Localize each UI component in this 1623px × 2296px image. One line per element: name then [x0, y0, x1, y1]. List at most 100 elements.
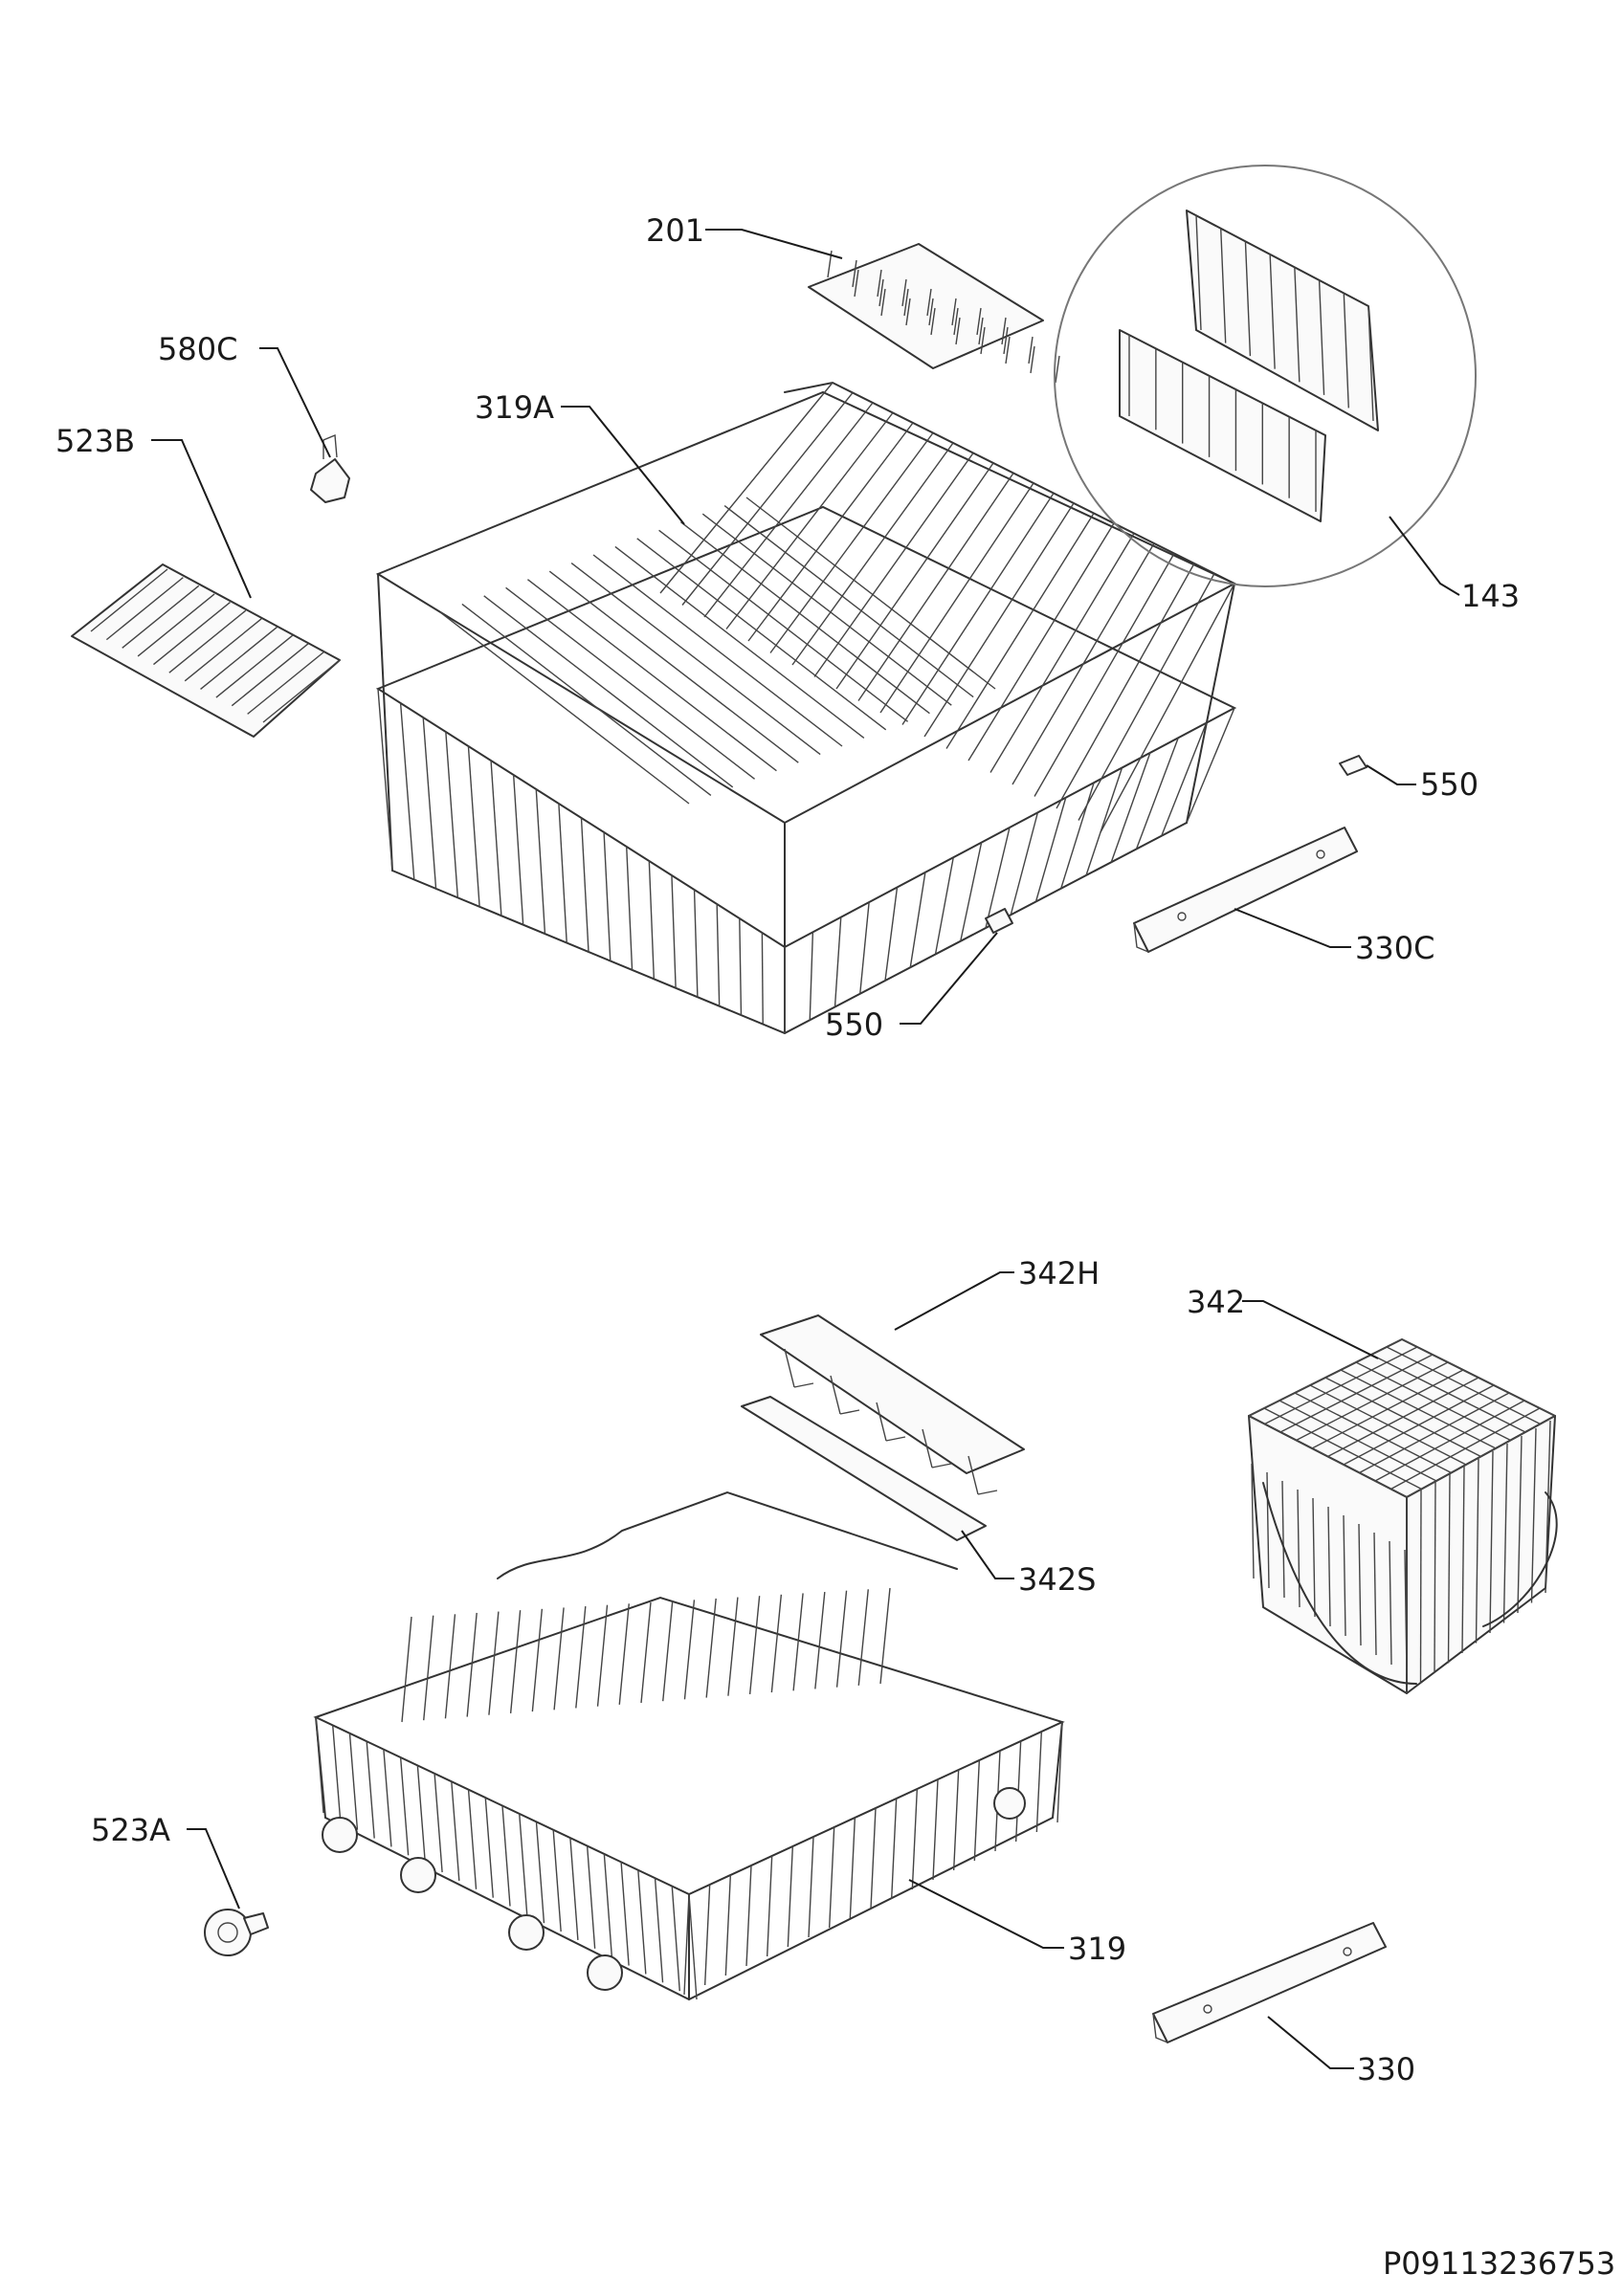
wire-segment	[688, 1893, 698, 2000]
wire-segment	[977, 1490, 998, 1495]
wire-segment	[839, 1409, 860, 1415]
wire-segment	[512, 774, 524, 925]
wire-segment	[1078, 573, 1215, 821]
wire-segment	[852, 259, 857, 288]
wire-segment	[1447, 1473, 1451, 1664]
wire-segment	[857, 473, 1014, 701]
wire-segment	[879, 1587, 891, 1685]
wire-segment	[931, 1463, 952, 1468]
wire-segment	[586, 1845, 596, 1949]
wire-segment	[1135, 738, 1179, 850]
wire-segment	[1359, 1392, 1510, 1474]
wire-segment	[930, 307, 936, 336]
wire-segment	[1343, 293, 1349, 408]
wire-segment	[727, 1597, 739, 1696]
wire-segment	[1110, 752, 1151, 863]
wire-segment	[951, 298, 957, 326]
wire-segment	[745, 497, 996, 690]
wire-segment	[137, 593, 215, 657]
wire-segment	[168, 609, 247, 673]
wire-segment	[1055, 355, 1060, 384]
wire-segment	[683, 1893, 690, 1996]
label-330: 330	[1357, 2051, 1415, 2087]
wire-segment	[976, 307, 982, 336]
wire-segment	[1034, 797, 1067, 902]
wire-segment	[439, 611, 690, 805]
lower-basket-319	[313, 1490, 1065, 2001]
wire-segment	[980, 326, 986, 355]
wire-segment	[1251, 1463, 1255, 1579]
wire-segment	[854, 269, 859, 298]
wire-segment	[535, 788, 546, 935]
wire-segment	[716, 903, 721, 1006]
wire-segment	[683, 1600, 696, 1700]
wire-segment	[1327, 1377, 1479, 1458]
wire-segment	[1419, 1489, 1422, 1684]
wire-segment	[952, 1769, 960, 1871]
wire-segment	[830, 1375, 841, 1415]
wire-segment	[401, 1616, 412, 1723]
wire-segment	[1373, 1532, 1377, 1656]
wire-segment	[1297, 1489, 1301, 1608]
wire-segment	[793, 1382, 814, 1388]
wire-segment	[1056, 563, 1195, 809]
wire-segment	[1294, 267, 1301, 383]
wire-segment	[960, 842, 983, 941]
wire-segment	[399, 702, 415, 880]
wire-segment	[1056, 1721, 1063, 1823]
wire-segment	[808, 1836, 814, 1938]
wire-segment	[1005, 336, 1011, 364]
wire-segment	[580, 817, 589, 953]
wire-segment	[570, 563, 821, 756]
wire-segment	[153, 602, 231, 666]
wire-segment	[1358, 1523, 1362, 1646]
wire-segment	[1001, 317, 1007, 345]
wire-segment	[761, 932, 764, 1025]
wire-segment	[1517, 1435, 1523, 1614]
wire-segment	[1318, 279, 1325, 395]
wire-segment	[654, 1878, 664, 1983]
wire-segment	[1220, 228, 1227, 343]
wire-segment	[519, 1813, 528, 1915]
wire-segment	[934, 857, 954, 955]
wire-segment	[603, 1853, 613, 1957]
label-550-right: 550	[1420, 766, 1478, 803]
wire-segment	[444, 1614, 456, 1719]
wire-segment	[483, 595, 734, 788]
wire-segment	[1100, 583, 1235, 833]
wire-segment	[703, 402, 874, 618]
label-201: 201	[646, 212, 704, 249]
wire-segment	[928, 298, 934, 326]
wire-segment	[1003, 326, 1009, 355]
wire-segment	[703, 1884, 711, 1986]
wire-segment	[905, 298, 911, 326]
wire-segment	[461, 603, 712, 796]
wire-segment	[501, 1805, 511, 1907]
wire-segment	[770, 1594, 783, 1693]
wire-segment	[640, 1601, 652, 1704]
wire-segment	[1244, 241, 1252, 357]
wire-segment	[1266, 1471, 1270, 1589]
wire-segment	[575, 1606, 587, 1709]
wire-segment	[835, 462, 994, 690]
wire-segment	[1035, 1731, 1043, 1833]
wire-segment	[671, 874, 677, 988]
wire-segment	[1012, 542, 1155, 785]
wire-segment	[1343, 1384, 1495, 1466]
wire-segment	[552, 1829, 562, 1932]
cutlery-basket-342	[1248, 1338, 1558, 1694]
wire-segment	[1028, 336, 1034, 364]
upper-basket-319A	[375, 381, 1237, 1035]
wire-segment	[1085, 767, 1123, 876]
wire-segment	[1195, 214, 1202, 331]
wire-segment	[467, 745, 480, 907]
wire-segment	[535, 1821, 545, 1924]
wire-segment	[784, 1348, 795, 1388]
wire-segment	[926, 288, 932, 317]
wire-segment	[967, 1455, 979, 1495]
wire-segment	[705, 1598, 717, 1698]
wire-segment	[879, 482, 1034, 714]
wire-segment	[1367, 305, 1374, 422]
wire-segment	[1340, 1369, 1497, 1449]
